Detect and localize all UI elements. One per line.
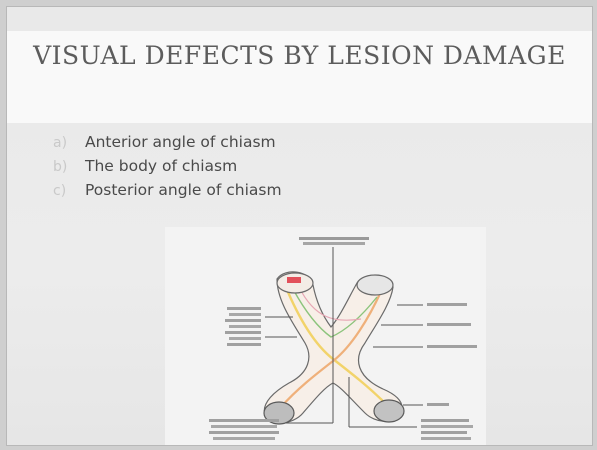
slide: VISUAL DEFECTS BY LESION DAMAGE a)Anteri… [6, 6, 593, 446]
list-item: c)Posterior angle of chiasm [53, 181, 282, 205]
list-marker: c) [53, 183, 85, 199]
top-caption [299, 237, 369, 240]
list-marker: a) [53, 135, 85, 151]
list-item-text: Anterior angle of chiasm [85, 133, 276, 151]
left-caption [229, 313, 261, 316]
bottom-left-caption [211, 425, 277, 428]
bottom-right-caption [421, 419, 469, 422]
list-item: b)The body of chiasm [53, 157, 282, 181]
bullet-list: a)Anterior angle of chiasm b)The body of… [53, 133, 282, 205]
right-caption [427, 403, 449, 406]
bottom-left-caption [213, 437, 275, 440]
left-caption [227, 307, 261, 310]
bottom-left-caption [209, 431, 279, 434]
slide-title: VISUAL DEFECTS BY LESION DAMAGE [7, 41, 592, 70]
left-caption [227, 343, 261, 346]
list-item: a)Anterior angle of chiasm [53, 133, 282, 157]
optic-chiasm-illustration [165, 227, 486, 445]
left-caption [225, 331, 261, 334]
lesion-marker [287, 277, 301, 283]
left-caption [229, 325, 261, 328]
bottom-right-caption [421, 431, 467, 434]
bottom-right-caption [421, 437, 471, 440]
list-item-text: The body of chiasm [85, 157, 237, 175]
bottom-left-caption [209, 419, 279, 422]
list-item-text: Posterior angle of chiasm [85, 181, 282, 199]
list-marker: b) [53, 159, 85, 175]
optic-chiasm-diagram [165, 227, 486, 445]
right-optic-tract-end [374, 400, 404, 422]
right-caption [427, 323, 471, 326]
left-caption [225, 319, 261, 322]
bottom-right-caption [421, 425, 473, 428]
right-caption [427, 303, 467, 306]
right-optic-nerve-end [357, 275, 393, 295]
top-caption [303, 242, 365, 245]
right-caption [427, 345, 477, 348]
left-caption [229, 337, 261, 340]
